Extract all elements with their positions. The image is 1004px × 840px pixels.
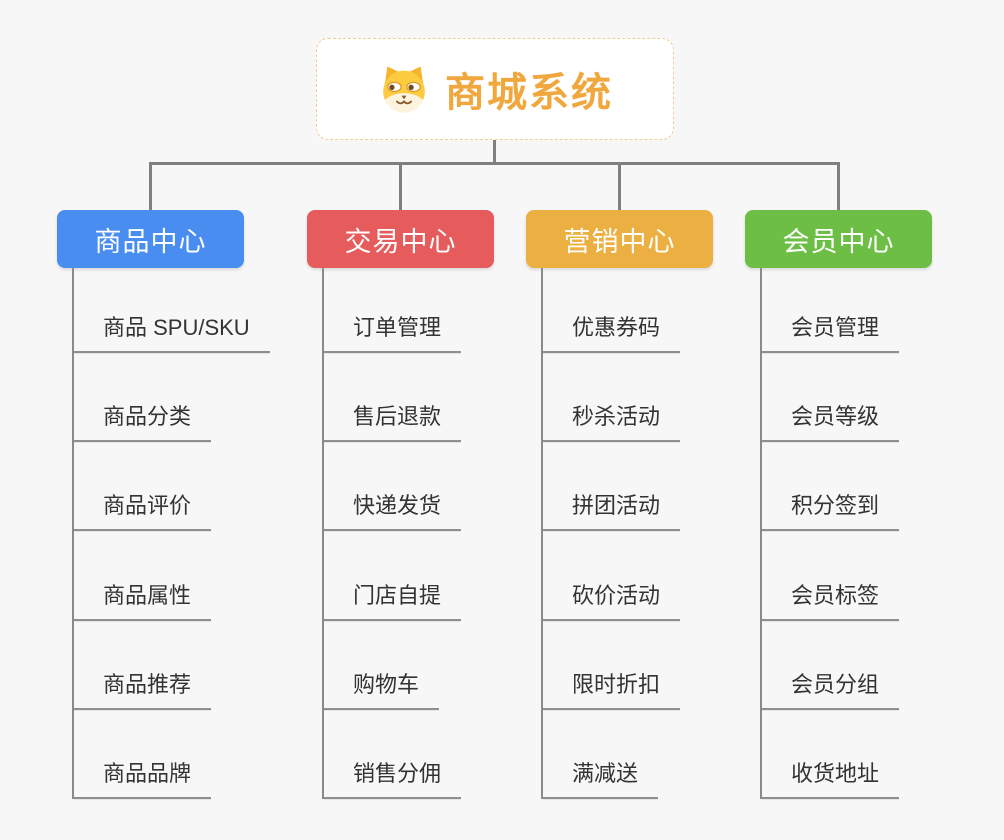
leaf-row: 会员分组: [762, 621, 932, 710]
leaf-node[interactable]: 门店自提: [324, 578, 462, 621]
leaf-row: 拼团活动: [543, 442, 713, 532]
connector-drop-products: [149, 165, 152, 210]
leaf-node[interactable]: 秒杀活动: [543, 399, 681, 443]
leaf-node[interactable]: 商品 SPU/SKU: [74, 310, 270, 353]
leaf-node[interactable]: 会员管理: [762, 310, 900, 353]
branch-node-products[interactable]: 商品中心: [57, 210, 244, 268]
branch-column-marketing: 营销中心 优惠券码 秒杀活动 拼团活动 砍价活动 限时折扣 满减送: [526, 210, 713, 799]
leaf-row: 商品评价: [74, 442, 270, 532]
leaf-node[interactable]: 商品分类: [74, 399, 212, 443]
leaf-node[interactable]: 商品评价: [74, 488, 212, 532]
leaf-row: 会员标签: [762, 531, 932, 621]
leaf-group-products: 商品 SPU/SKU 商品分类 商品评价 商品属性 商品推荐 商品品牌: [72, 268, 270, 799]
leaf-row: 售后退款: [324, 353, 494, 443]
leaf-node[interactable]: 积分签到: [762, 488, 900, 532]
leaf-row: 商品推荐: [74, 621, 270, 710]
branch-column-trade: 交易中心 订单管理 售后退款 快递发货 门店自提 购物车 销售分佣: [307, 210, 494, 799]
leaf-node[interactable]: 销售分佣: [324, 756, 462, 799]
branch-column-products: 商品中心 商品 SPU/SKU 商品分类 商品评价 商品属性 商品推荐 商品品牌: [57, 210, 270, 799]
leaf-node[interactable]: 购物车: [324, 667, 440, 710]
leaf-row: 快递发货: [324, 442, 494, 532]
leaf-node[interactable]: 订单管理: [324, 310, 462, 353]
branch-node-trade[interactable]: 交易中心: [307, 210, 494, 268]
branch-label: 会员中心: [782, 226, 895, 257]
leaf-row: 商品 SPU/SKU: [74, 268, 270, 353]
root-title: 商城系统: [445, 71, 613, 115]
root-node[interactable]: 商城系统: [316, 38, 674, 140]
leaf-node[interactable]: 拼团活动: [543, 488, 681, 532]
branch-node-member[interactable]: 会员中心: [745, 210, 932, 268]
leaf-node[interactable]: 售后退款: [324, 399, 462, 443]
leaf-node[interactable]: 砍价活动: [543, 578, 681, 621]
leaf-group-member: 会员管理 会员等级 积分签到 会员标签 会员分组 收货地址: [760, 268, 932, 799]
leaf-row: 积分签到: [762, 442, 932, 532]
leaf-row: 秒杀活动: [543, 353, 713, 443]
leaf-row: 购物车: [324, 621, 494, 710]
leaf-row: 满减送: [543, 710, 713, 799]
connector-drop-marketing: [618, 165, 621, 210]
leaf-row: 销售分佣: [324, 710, 494, 799]
leaf-row: 商品属性: [74, 531, 270, 621]
connector-root-vertical: [493, 140, 496, 163]
branch-label: 交易中心: [344, 226, 457, 257]
leaf-row: 优惠券码: [543, 268, 713, 353]
leaf-row: 订单管理: [324, 268, 494, 353]
leaf-group-trade: 订单管理 售后退款 快递发货 门店自提 购物车 销售分佣: [322, 268, 494, 799]
leaf-node[interactable]: 会员分组: [762, 667, 900, 710]
leaf-row: 限时折扣: [543, 621, 713, 710]
leaf-row: 门店自提: [324, 531, 494, 621]
branch-label: 营销中心: [563, 226, 676, 257]
leaf-node[interactable]: 满减送: [543, 756, 659, 799]
leaf-node[interactable]: 会员标签: [762, 578, 900, 621]
connector-drop-member: [837, 165, 840, 210]
leaf-row: 会员管理: [762, 268, 932, 353]
leaf-row: 商品分类: [74, 353, 270, 443]
leaf-node[interactable]: 收货地址: [762, 756, 900, 799]
leaf-node[interactable]: 会员等级: [762, 399, 900, 443]
branch-label: 商品中心: [94, 226, 207, 257]
leaf-node[interactable]: 优惠券码: [543, 310, 681, 353]
branch-column-member: 会员中心 会员管理 会员等级 积分签到 会员标签 会员分组 收货地址: [745, 210, 932, 799]
leaf-node[interactable]: 快递发货: [324, 488, 462, 532]
leaf-row: 商品品牌: [74, 710, 270, 799]
leaf-row: 收货地址: [762, 710, 932, 799]
leaf-node[interactable]: 限时折扣: [543, 667, 681, 710]
branch-node-marketing[interactable]: 营销中心: [526, 210, 713, 268]
leaf-row: 会员等级: [762, 353, 932, 443]
leaf-row: 砍价活动: [543, 531, 713, 621]
leaf-node[interactable]: 商品推荐: [74, 667, 212, 710]
connector-drop-trade: [399, 165, 402, 210]
leaf-node[interactable]: 商品品牌: [74, 756, 212, 799]
shiba-dog-icon: [377, 64, 431, 114]
leaf-group-marketing: 优惠券码 秒杀活动 拼团活动 砍价活动 限时折扣 满减送: [541, 268, 713, 799]
leaf-node[interactable]: 商品属性: [74, 578, 212, 621]
connector-horizontal: [149, 162, 840, 165]
